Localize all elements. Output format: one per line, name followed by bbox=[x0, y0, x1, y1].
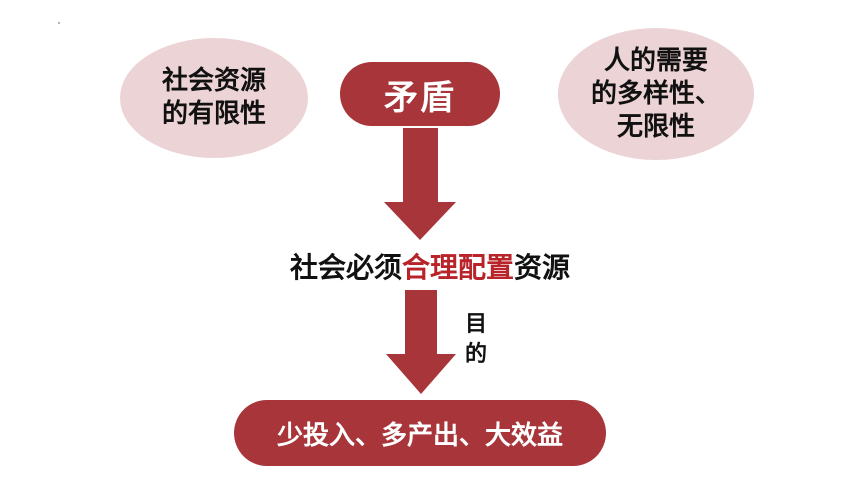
node-human-needs: 人的需要 的多样性、 无限性 bbox=[558, 28, 754, 160]
arrow-purpose-label: 目 的 bbox=[464, 312, 487, 367]
central-statement-prefix: 社会必须 bbox=[289, 251, 402, 284]
node-contradiction-label: 矛盾 bbox=[384, 77, 456, 118]
node-outcome-label: 少投入、多产出、大效益 bbox=[276, 420, 563, 451]
node-resource-limitation-label: 社会资源 的有限性 bbox=[161, 66, 266, 129]
node-contradiction: 矛盾 bbox=[340, 62, 500, 126]
central-statement-highlight: 合理配置 bbox=[401, 251, 514, 284]
arrow-down-top bbox=[384, 128, 456, 240]
central-statement: 社会必须合理配置资源 bbox=[240, 246, 620, 286]
decorative-dot bbox=[58, 22, 60, 24]
node-resource-limitation: 社会资源 的有限性 bbox=[120, 38, 308, 158]
node-outcome: 少投入、多产出、大效益 bbox=[234, 400, 606, 466]
arrow-down-bottom bbox=[386, 290, 456, 394]
central-statement-suffix: 资源 bbox=[514, 251, 571, 284]
node-human-needs-label: 人的需要 的多样性、 无限性 bbox=[590, 45, 721, 142]
